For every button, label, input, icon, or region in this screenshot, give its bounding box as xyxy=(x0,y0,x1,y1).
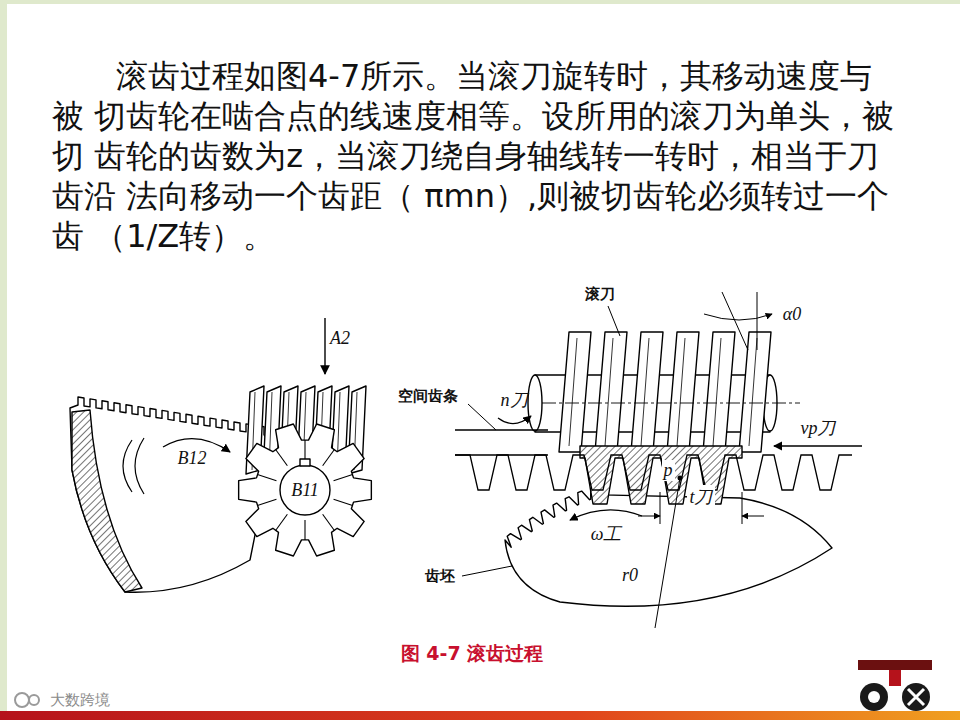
hob-thread xyxy=(559,332,591,452)
dimension-label: t刀 xyxy=(687,485,714,509)
figure-caption: 图 4-7 滚齿过程 xyxy=(401,641,544,667)
hob-gash xyxy=(276,514,288,530)
motion-label: B12 xyxy=(178,448,207,469)
leader-line xyxy=(608,306,620,336)
leader-line xyxy=(468,404,496,430)
body-paragraph: 滚齿过程如图4-7所示。当滚刀旋转时，其移动速度与被 切齿轮在啮合点的线速度相等… xyxy=(52,56,904,256)
speed-label: n刀 xyxy=(501,388,528,412)
angle-label: α0 xyxy=(783,304,801,325)
rotation-arrow xyxy=(498,416,531,424)
hob-thread xyxy=(595,332,627,452)
angle-ref xyxy=(757,292,758,350)
point-label: p xyxy=(662,460,675,481)
velocity-arrow xyxy=(774,445,862,446)
thread-edge xyxy=(569,338,577,446)
hob-thread xyxy=(667,332,699,452)
logo-circle xyxy=(902,683,930,711)
hob-gash xyxy=(323,450,335,466)
hob-thread xyxy=(631,332,663,452)
hob-gash xyxy=(334,499,353,505)
dimension-arrow xyxy=(742,516,764,517)
feed-arrow xyxy=(324,318,325,374)
hob-thread xyxy=(739,332,771,452)
rack-body xyxy=(455,430,548,455)
hob-gash xyxy=(257,475,276,481)
hob-tooth-section xyxy=(580,446,742,504)
thread-edge xyxy=(605,338,613,446)
axis-line xyxy=(542,403,800,404)
logo-hole xyxy=(868,691,880,703)
motion-label: A2 xyxy=(330,328,350,349)
frame-top xyxy=(0,0,960,4)
part-label: 齿坯 xyxy=(425,567,455,586)
logo-x xyxy=(908,689,924,705)
thread-edge xyxy=(677,338,685,446)
thread-edge xyxy=(713,338,721,446)
hob-gash xyxy=(323,514,335,530)
hob-disc xyxy=(239,424,372,556)
bottom-bar xyxy=(0,711,960,720)
hob-thread xyxy=(703,332,735,452)
rotation-arrow xyxy=(570,510,642,520)
gear-side-hatch xyxy=(72,410,142,592)
logo-stem xyxy=(889,670,901,686)
shaft-end xyxy=(528,375,542,431)
hob-gash xyxy=(304,440,305,460)
thread-edge xyxy=(749,338,757,446)
dimension-arrow xyxy=(638,516,660,517)
hob-gash xyxy=(276,450,288,466)
motion-label: B11 xyxy=(289,480,321,501)
part-label: 空间齿条 xyxy=(398,387,458,406)
gear-bore xyxy=(123,438,144,494)
watermark: 大数跨境 xyxy=(50,691,110,710)
pitch-point xyxy=(678,476,683,481)
logo-bar xyxy=(858,660,932,670)
hob-gash xyxy=(257,499,276,505)
thread-edge xyxy=(641,338,649,446)
rack-teeth xyxy=(455,455,852,490)
logo-circle xyxy=(860,683,888,711)
watermark-icon xyxy=(29,695,39,705)
hob-bore xyxy=(280,465,330,515)
speed-label: vp刀 xyxy=(801,416,836,440)
watermark-icon xyxy=(15,693,29,707)
angle-thread xyxy=(722,292,748,350)
part-label: 滚刀 xyxy=(585,285,615,304)
radius-label: r0 xyxy=(622,565,638,586)
frame-left xyxy=(0,0,7,720)
speed-label: ω工 xyxy=(591,522,622,546)
angle-arc xyxy=(704,314,772,320)
hob-keyway xyxy=(300,459,310,466)
radius-line xyxy=(655,478,680,628)
hob-gash xyxy=(334,475,353,481)
leader-line xyxy=(462,566,512,576)
hob-gash xyxy=(304,520,305,540)
